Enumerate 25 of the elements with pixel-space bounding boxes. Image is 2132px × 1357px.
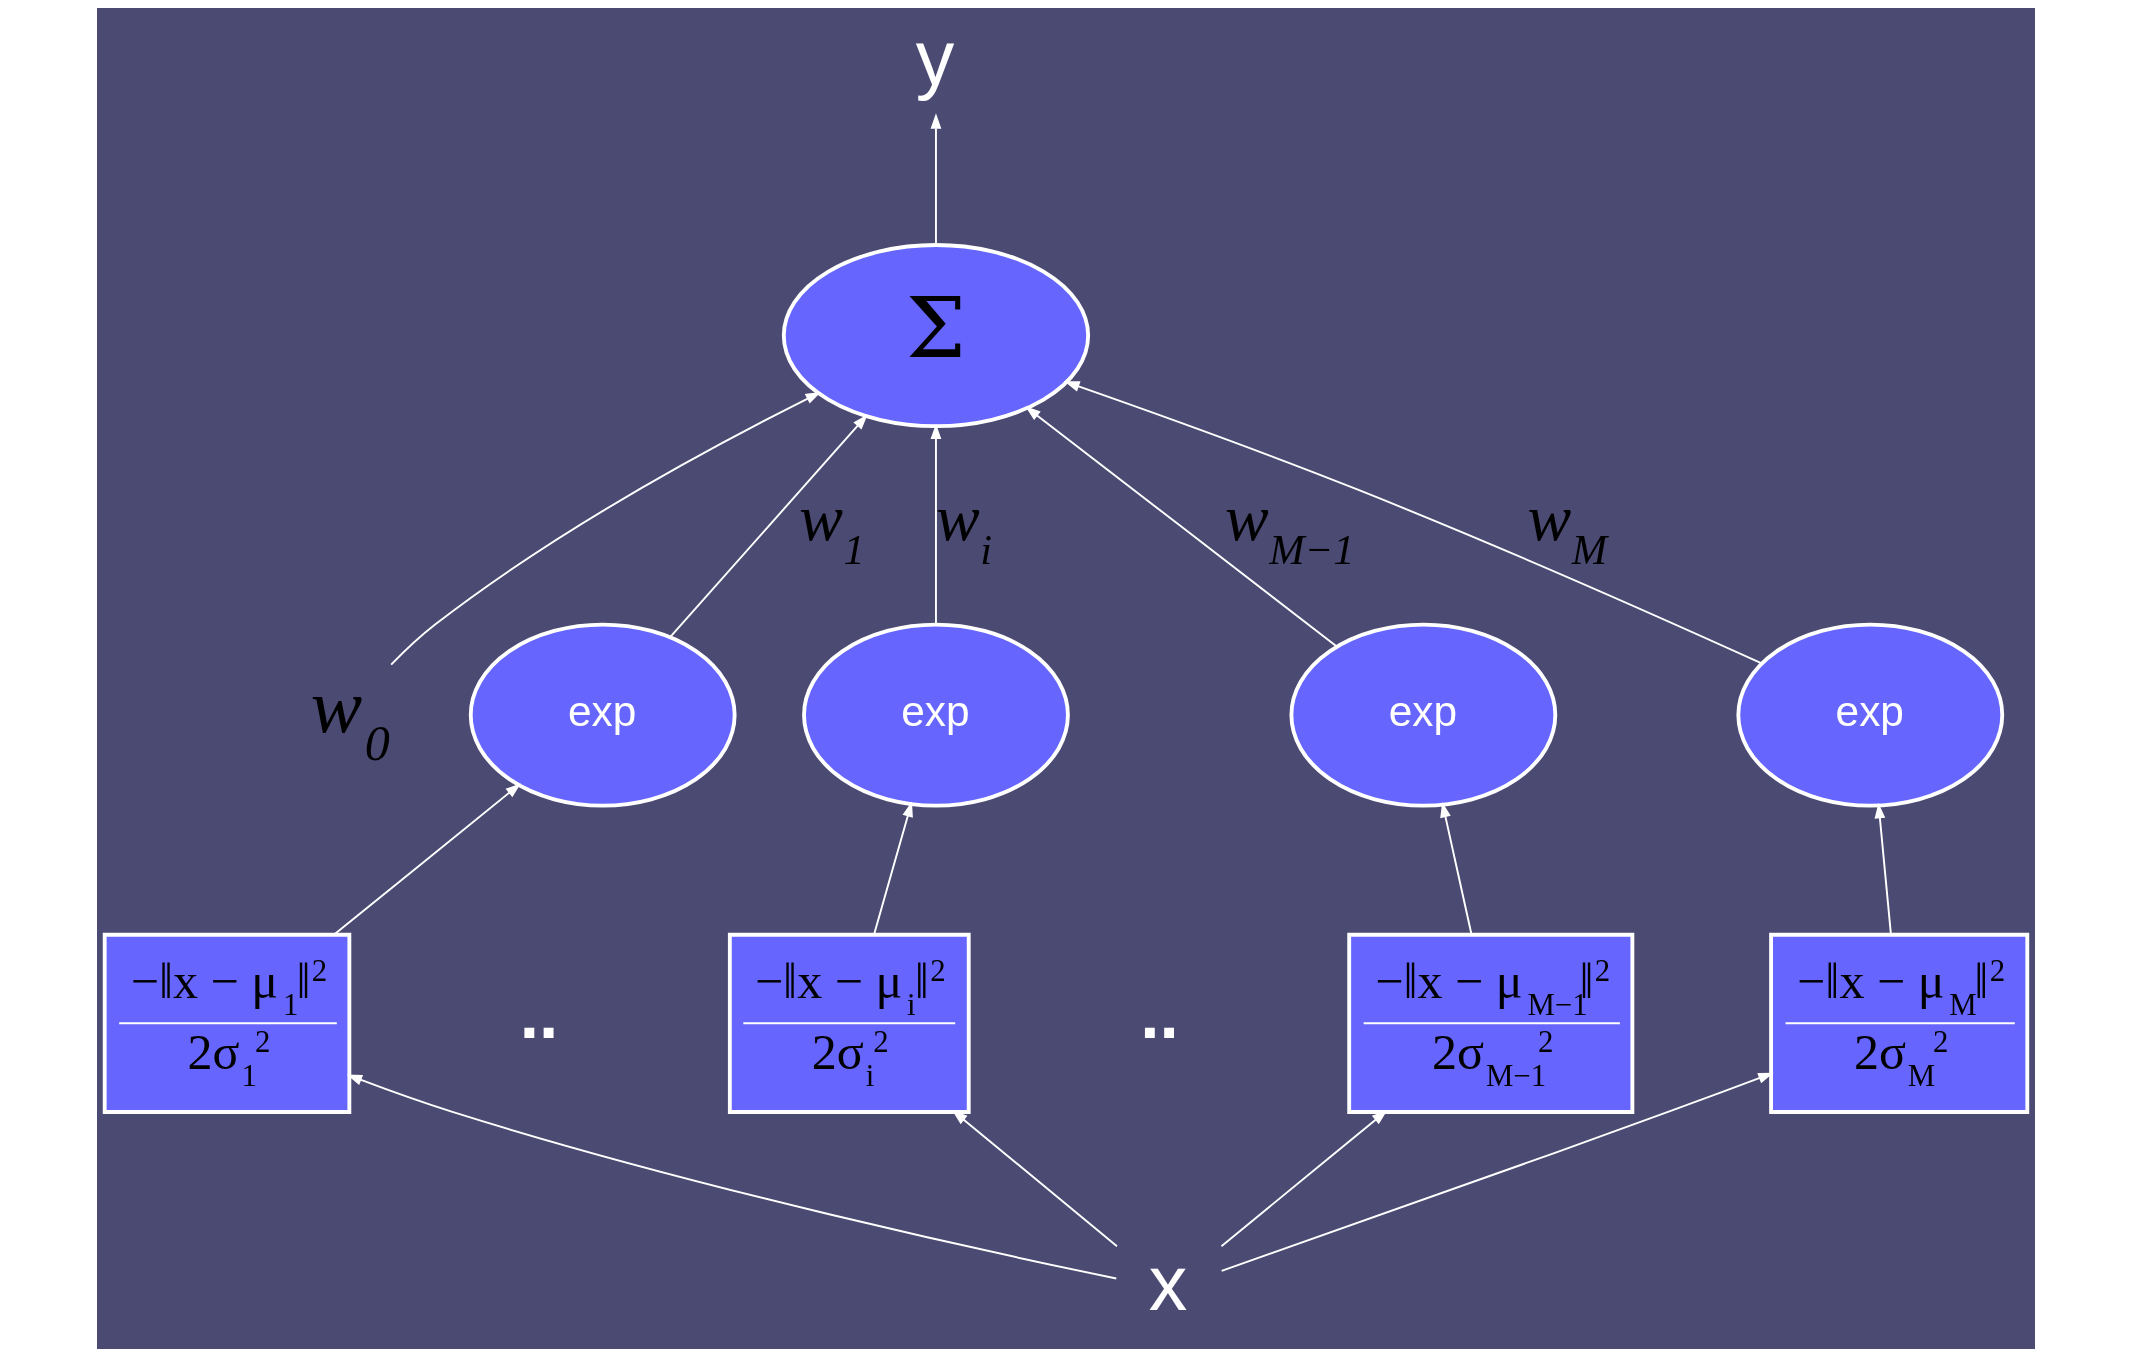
arrow — [930, 113, 942, 246]
node-text: y — [915, 15, 955, 102]
arrow — [1874, 802, 1892, 936]
label: .. — [1140, 975, 1179, 1054]
arrow — [669, 414, 868, 639]
node-text: x — [1148, 1240, 1188, 1327]
arrow — [1064, 381, 1763, 665]
arrow — [333, 783, 521, 936]
edge-label: w$_{M}$ — [1527, 482, 1607, 573]
edge-label: w$_{i}$ — [935, 482, 993, 573]
edge-label: w$_{M−1}$ — [1224, 482, 1355, 573]
arrow — [390, 391, 821, 666]
node-text: w$_{0}$ — [310, 663, 390, 772]
edge-label: w$_{1}$ — [799, 482, 865, 573]
arrow — [1220, 1072, 1774, 1272]
node-ellipse: exp — [802, 622, 1070, 808]
node-ellipse: exp — [1289, 622, 1558, 808]
node-ellipse: exp — [1736, 622, 2005, 808]
arrow — [1440, 801, 1473, 936]
arrow — [930, 423, 942, 626]
node-ellipse: exp — [468, 622, 737, 808]
arrow — [873, 801, 913, 936]
label: .. — [519, 975, 559, 1054]
arrow — [346, 1074, 1118, 1280]
arrow — [1025, 406, 1338, 648]
